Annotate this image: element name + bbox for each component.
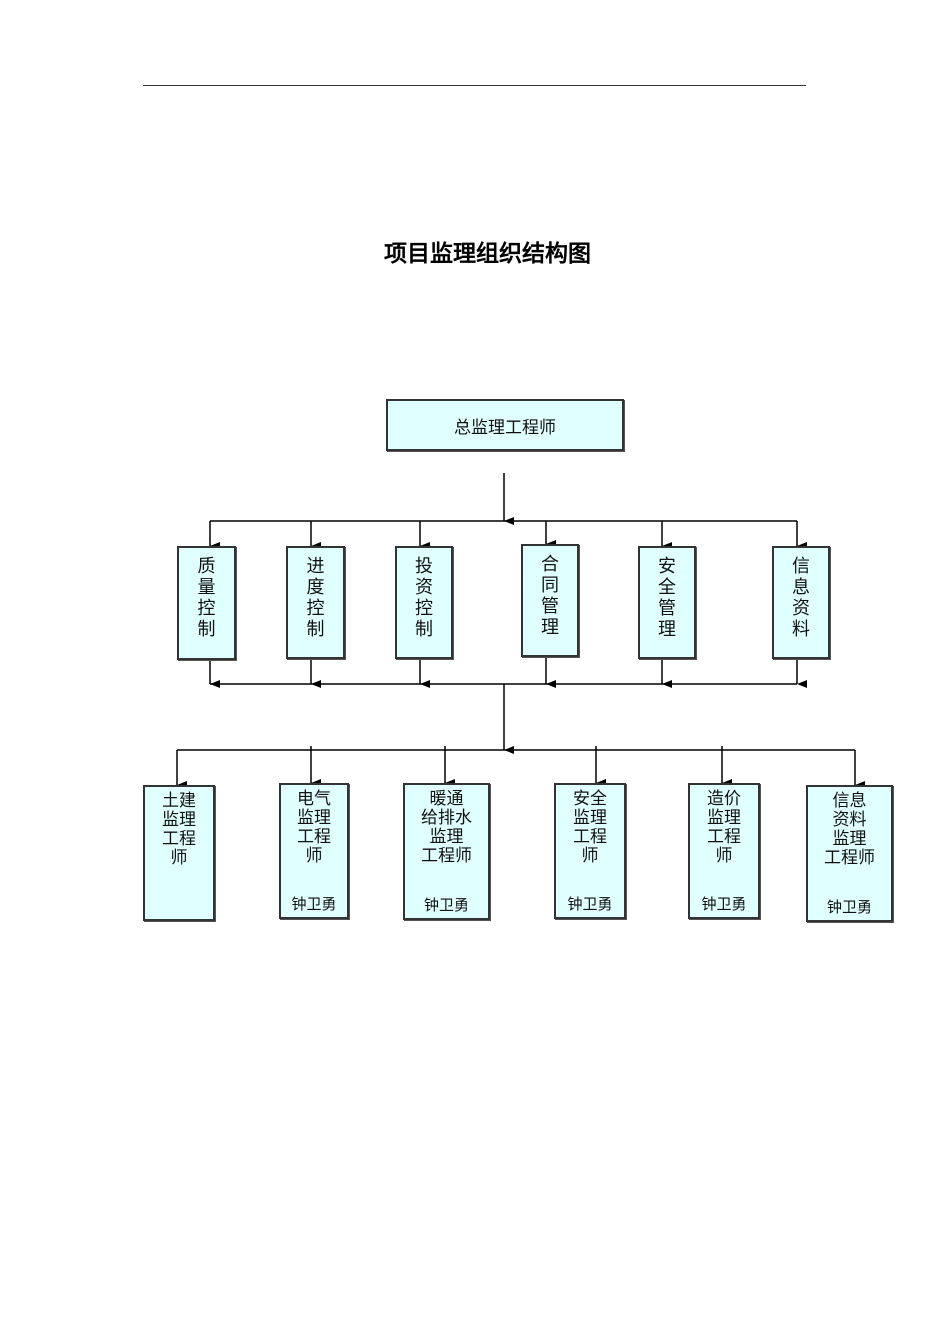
- engineer-box: 造价 监理 工程 师钟卫勇: [688, 783, 760, 919]
- function-label: 信息资料: [792, 556, 810, 640]
- engineer-box: 土建 监理 工程 师: [143, 785, 215, 921]
- chief-engineer-label: 总监理工程师: [454, 417, 556, 438]
- engineer-title: 造价 监理 工程 师: [707, 789, 741, 866]
- function-box: 信息资料: [772, 546, 830, 659]
- chief-engineer-box: 总监理工程师: [386, 399, 624, 451]
- engineer-title: 暖通 给排水 监理 工程师: [421, 789, 472, 866]
- engineer-box: 安全 监理 工程 师钟卫勇: [554, 783, 626, 919]
- page-title: 项目监理组织结构图: [384, 241, 591, 267]
- engineer-title: 安全 监理 工程 师: [573, 789, 607, 866]
- engineer-title: 土建 监理 工程 师: [162, 791, 196, 868]
- function-label: 质量控制: [197, 556, 216, 640]
- engineer-title: 电气 监理 工程 师: [297, 789, 331, 866]
- engineer-box: 电气 监理 工程 师钟卫勇: [279, 783, 349, 919]
- engineer-name: 钟卫勇: [567, 895, 613, 913]
- function-label: 合同管理: [541, 554, 559, 638]
- engineer-box: 暖通 给排水 监理 工程师钟卫勇: [403, 783, 490, 920]
- function-label: 投资控制: [415, 556, 433, 640]
- function-box: 安全管理: [638, 546, 696, 659]
- engineer-name: 钟卫勇: [701, 895, 747, 913]
- function-box: 进度控制: [286, 546, 345, 659]
- engineer-name: 钟卫勇: [423, 896, 469, 914]
- engineer-box: 信息 资料 监理 工程师钟卫勇: [806, 785, 893, 922]
- function-label: 进度控制: [306, 556, 325, 640]
- engineer-title: 信息 资料 监理 工程师: [824, 791, 875, 868]
- engineer-name: 钟卫勇: [291, 895, 337, 913]
- header-rule: [143, 85, 806, 86]
- engineer-name: 钟卫勇: [826, 898, 872, 916]
- function-box: 投资控制: [395, 546, 453, 659]
- function-box: 质量控制: [177, 546, 236, 660]
- function-box: 合同管理: [521, 544, 579, 657]
- function-label: 安全管理: [658, 556, 676, 640]
